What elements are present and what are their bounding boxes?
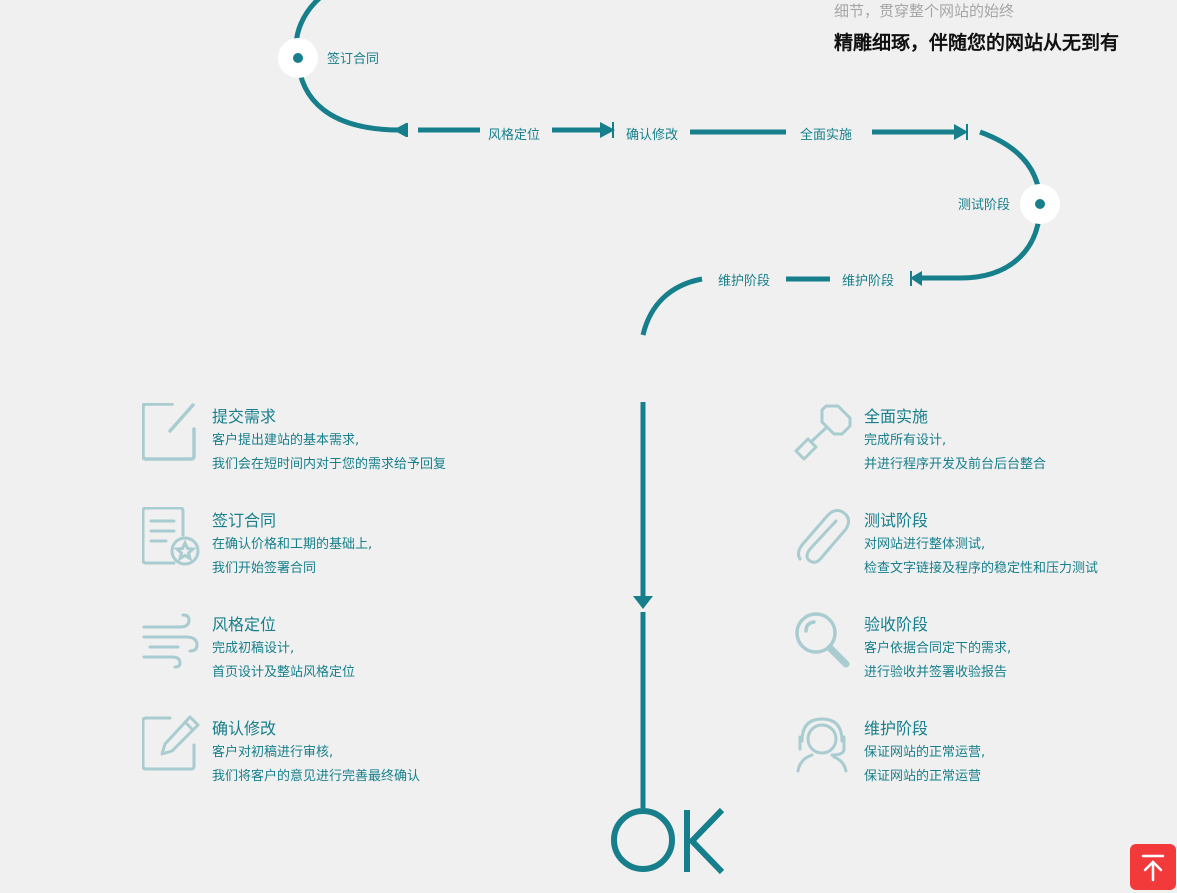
arrow-head-4 xyxy=(910,271,922,286)
step-desc-line1: 客户对初稿进行审核, xyxy=(212,745,334,760)
contract-icon xyxy=(142,507,200,566)
flow-label-test: 测试阶段 xyxy=(956,194,1013,213)
arrow-head-1 xyxy=(393,123,406,137)
step-title: 风格定位 xyxy=(212,615,277,634)
step-desc-line1: 客户提出建站的基本需求, xyxy=(212,433,360,448)
step-desc-line2: 首页设计及整站风格定位 xyxy=(212,665,356,680)
step-sign-contract: 签订合同 在确认价格和工期的基础上, 我们开始签署合同 xyxy=(142,507,482,577)
magnifier-icon xyxy=(795,612,850,668)
flow-label-maintain-left: 维护阶段 xyxy=(716,270,773,289)
step-desc-line2: 检查文字链接及程序的稳定性和压力测试 xyxy=(864,561,1099,576)
step-maintenance: 维护阶段 保证网站的正常运营, 保证网站的正常运营 xyxy=(794,715,1134,785)
step-confirm-revision: 确认修改 客户对初稿进行审核, 我们将客户的意见进行完善最终确认 xyxy=(142,715,482,785)
arrow-up-icon xyxy=(1141,854,1165,882)
flow-label-maintain-right: 维护阶段 xyxy=(840,270,897,289)
step-full-implementation: 全面实施 完成所有设计, 并进行程序开发及前台后台整合 xyxy=(794,403,1134,473)
flow-curve-left xyxy=(640,276,703,336)
step-title: 确认修改 xyxy=(212,719,277,738)
paperclip-icon xyxy=(796,508,851,564)
step-style-positioning: 风格定位 完成初稿设计, 首页设计及整站风格定位 xyxy=(142,611,482,681)
step-desc-line1: 完成初稿设计, xyxy=(212,641,295,656)
step-desc-line1: 保证网站的正常运营, xyxy=(864,745,986,760)
arrow-head-3 xyxy=(954,124,968,140)
flow-label-sign: 签订合同 xyxy=(325,48,382,67)
step-desc-line1: 对网站进行整体测试, xyxy=(864,537,986,552)
flow-node-sign xyxy=(278,38,318,78)
step-desc-line2: 保证网站的正常运营 xyxy=(864,769,982,784)
flow-label-confirm: 确认修改 xyxy=(624,124,681,143)
step-desc-line2: 我们会在短时间内对于您的需求给予回复 xyxy=(212,457,447,472)
step-desc-line2: 进行验收并签署收验报告 xyxy=(864,665,1008,680)
step-desc-line1: 在确认价格和工期的基础上, xyxy=(212,537,373,552)
step-desc-line1: 客户依据合同定下的需求, xyxy=(864,641,1012,656)
edit-square-icon xyxy=(142,403,196,461)
flow-node-test xyxy=(1020,184,1060,224)
step-desc-line2: 我们开始签署合同 xyxy=(212,561,317,576)
step-title: 验收阶段 xyxy=(864,615,929,634)
wind-icon xyxy=(142,613,199,669)
step-desc-line2: 并进行程序开发及前台后台整合 xyxy=(864,457,1047,472)
arrow-head-2 xyxy=(600,122,615,138)
back-to-top-button[interactable] xyxy=(1130,844,1176,890)
step-desc-line1: 完成所有设计, xyxy=(864,433,947,448)
flow-label-style: 风格定位 xyxy=(486,124,543,143)
pencil-edit-icon xyxy=(142,715,200,771)
step-desc-line2: 我们将客户的意见进行完善最终确认 xyxy=(212,769,421,784)
step-title: 签订合同 xyxy=(212,511,277,530)
paint-roller-icon xyxy=(794,404,852,461)
ok-mark xyxy=(611,807,725,875)
flow-label-implement: 全面实施 xyxy=(798,124,855,143)
header-tagline: 细节，贯穿整个网站的始终 xyxy=(834,2,1015,20)
step-title: 提交需求 xyxy=(212,407,277,426)
step-title: 测试阶段 xyxy=(864,511,929,530)
step-submit-requirements: 提交需求 客户提出建站的基本需求, 我们会在短时间内对于您的需求给予回复 xyxy=(142,403,482,473)
headset-support-icon xyxy=(796,717,848,773)
step-title: 全面实施 xyxy=(864,407,929,426)
header-heading: 精雕细琢，伴随您的网站从无到有 xyxy=(834,32,1120,54)
step-title: 维护阶段 xyxy=(864,719,929,738)
step-testing: 测试阶段 对网站进行整体测试, 检查文字链接及程序的稳定性和压力测试 xyxy=(794,507,1134,577)
step-acceptance: 验收阶段 客户依据合同定下的需求, 进行验收并签署收验报告 xyxy=(794,611,1134,681)
arrow-head-5 xyxy=(633,596,653,609)
